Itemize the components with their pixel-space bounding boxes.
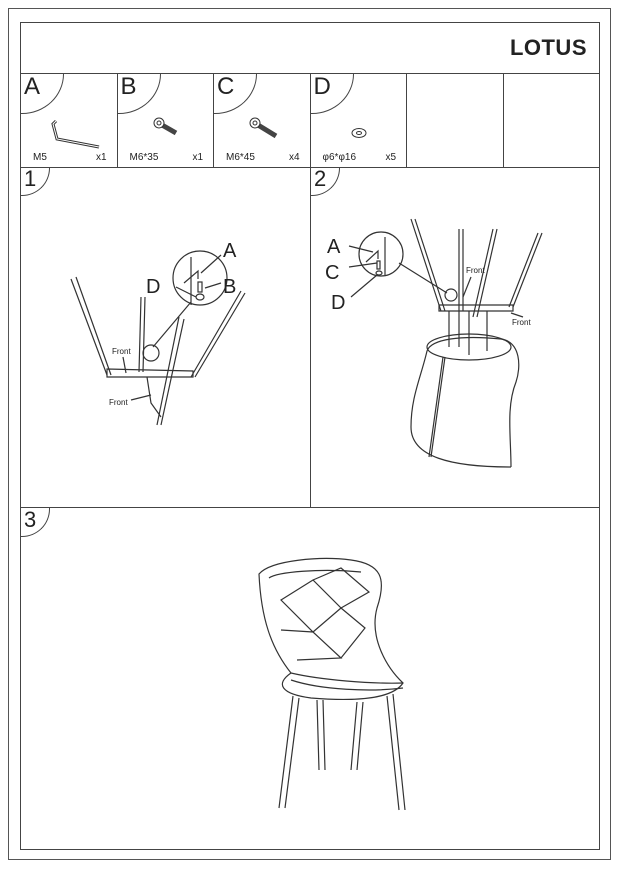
part-empty bbox=[407, 73, 504, 167]
part-spec: φ6*φ16 bbox=[322, 152, 357, 163]
part-b: B M6*35 x1 bbox=[117, 73, 214, 167]
part-qty: x1 bbox=[192, 152, 203, 163]
label-a: A bbox=[223, 240, 237, 262]
front-label: Front bbox=[512, 318, 531, 327]
step-1: 1 A B D Front Front bbox=[21, 166, 311, 508]
part-letter: A bbox=[24, 73, 41, 100]
part-spec: M5 bbox=[33, 152, 47, 163]
finished-chair-illustration bbox=[258, 557, 406, 811]
allen-key-icon bbox=[51, 119, 100, 149]
step-2: 2 A C D Front bbox=[311, 166, 599, 508]
bolt-icon bbox=[153, 117, 177, 136]
part-spec: M6*35 bbox=[129, 152, 159, 163]
step-number: 3 bbox=[24, 507, 37, 532]
label-a: A bbox=[327, 236, 341, 258]
label-d: D bbox=[146, 276, 160, 298]
bolt-icon bbox=[249, 117, 278, 139]
front-label: Front bbox=[109, 398, 128, 407]
part-d: D φ6*φ16 x5 bbox=[310, 73, 407, 167]
part-letter: D bbox=[313, 73, 331, 100]
washer-icon bbox=[351, 128, 366, 138]
page-border bbox=[8, 8, 611, 860]
front-label: Front bbox=[466, 266, 485, 275]
step-3: 3 bbox=[21, 507, 599, 849]
step-number: 1 bbox=[24, 166, 37, 191]
part-letter: C bbox=[217, 73, 235, 100]
label-b: B bbox=[223, 276, 236, 298]
part-qty: x5 bbox=[385, 152, 396, 163]
part-spec: M6*45 bbox=[226, 152, 255, 163]
step-number: 2 bbox=[314, 166, 327, 191]
part-letter: B bbox=[120, 73, 137, 100]
instruction-sheet: LOTUS A M5 x1 B M6*35 x1 C M6*45 x4 D bbox=[20, 22, 600, 850]
part-qty: x1 bbox=[95, 152, 107, 163]
label-d: D bbox=[331, 292, 345, 314]
label-c: C bbox=[325, 262, 339, 284]
part-qty: x4 bbox=[288, 152, 300, 163]
title-row: LOTUS bbox=[21, 23, 599, 74]
step-1-illustration: A B D Front Front bbox=[70, 240, 246, 426]
front-label: Front bbox=[112, 347, 131, 356]
product-title: LOTUS bbox=[509, 35, 587, 60]
part-a: A M5 x1 bbox=[21, 73, 118, 167]
step-2-illustration: A C D Front Front bbox=[325, 218, 543, 468]
part-empty bbox=[504, 73, 600, 167]
parts-list: A M5 x1 B M6*35 x1 C M6*45 x4 D φ6*φ16 x… bbox=[21, 73, 599, 168]
part-c: C M6*45 x4 bbox=[214, 73, 311, 167]
